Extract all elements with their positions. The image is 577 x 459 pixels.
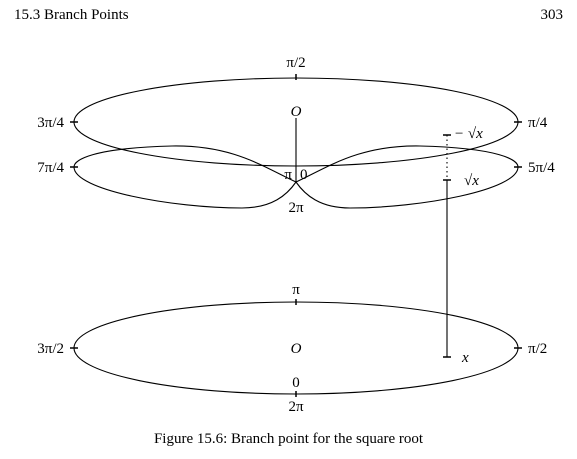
section-heading: 15.3 Branch Points <box>14 7 129 23</box>
label-3pi-over-2: 3π/2 <box>37 341 64 357</box>
label-pi-over-2: π/2 <box>286 55 305 71</box>
label-branch-2pi: 2π <box>288 200 304 216</box>
page-number: 303 <box>540 7 564 23</box>
label-5pi-over-4: 5π/4 <box>528 160 555 176</box>
label-sqrt-x: √x <box>464 173 479 189</box>
label-origin-upper: O <box>291 104 302 120</box>
label-7pi-over-4: 7π/4 <box>37 160 64 176</box>
label-plane-pi: π <box>292 282 300 298</box>
label-branch-pi: π <box>284 167 292 183</box>
label-plane-pi-over-2: π/2 <box>528 341 547 357</box>
label-point-x: x <box>461 350 469 366</box>
label-pi-over-4: π/4 <box>528 115 548 131</box>
label-branch-zero: 0 <box>300 167 308 183</box>
figure-caption: Figure 15.6: Branch point for the square… <box>153 431 424 447</box>
label-origin-lower: O <box>291 341 302 357</box>
label-neg-sqrt-x: − √x <box>454 126 483 142</box>
upper-sheet-lower-layer <box>295 145 519 209</box>
label-plane-zero: 0 <box>292 375 300 391</box>
label-3pi-over-4: 3π/4 <box>37 115 64 131</box>
upper-sheet-lower-layer-left <box>73 145 297 209</box>
label-plane-2pi: 2π <box>288 399 304 415</box>
